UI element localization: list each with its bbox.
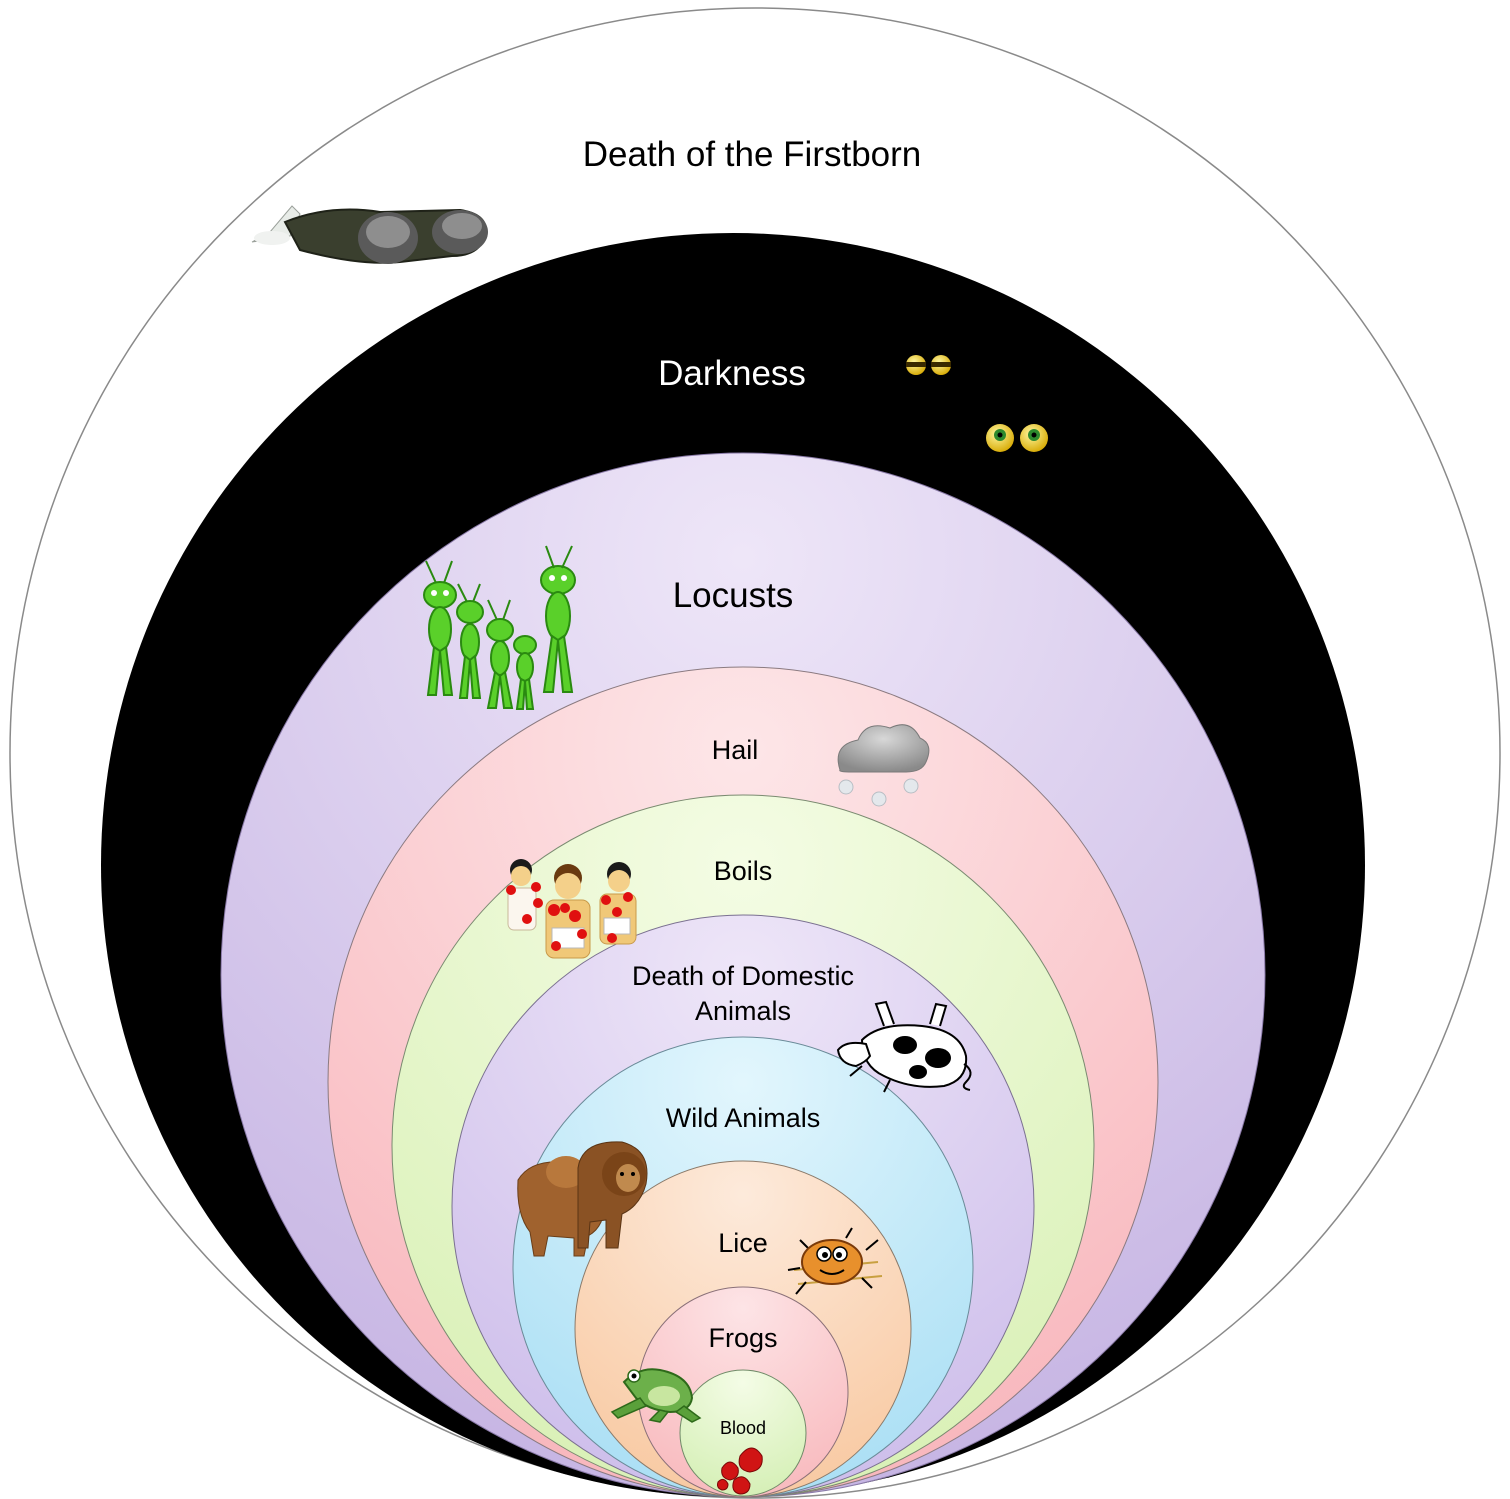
label-hail: Hail [712,735,759,765]
label-wild: Wild Animals [666,1103,821,1133]
label-frogs: Frogs [708,1323,777,1353]
label-blood: Blood [720,1418,766,1438]
label-firstborn: Death of the Firstborn [583,135,922,174]
label-boils: Boils [714,856,773,886]
label-domestic-line2: Animals [695,996,791,1026]
label-domestic-line1: Death of Domestic [632,961,854,991]
label-darkness: Darkness [658,354,806,393]
label-locusts: Locusts [673,576,794,615]
label-lice: Lice [718,1228,768,1258]
